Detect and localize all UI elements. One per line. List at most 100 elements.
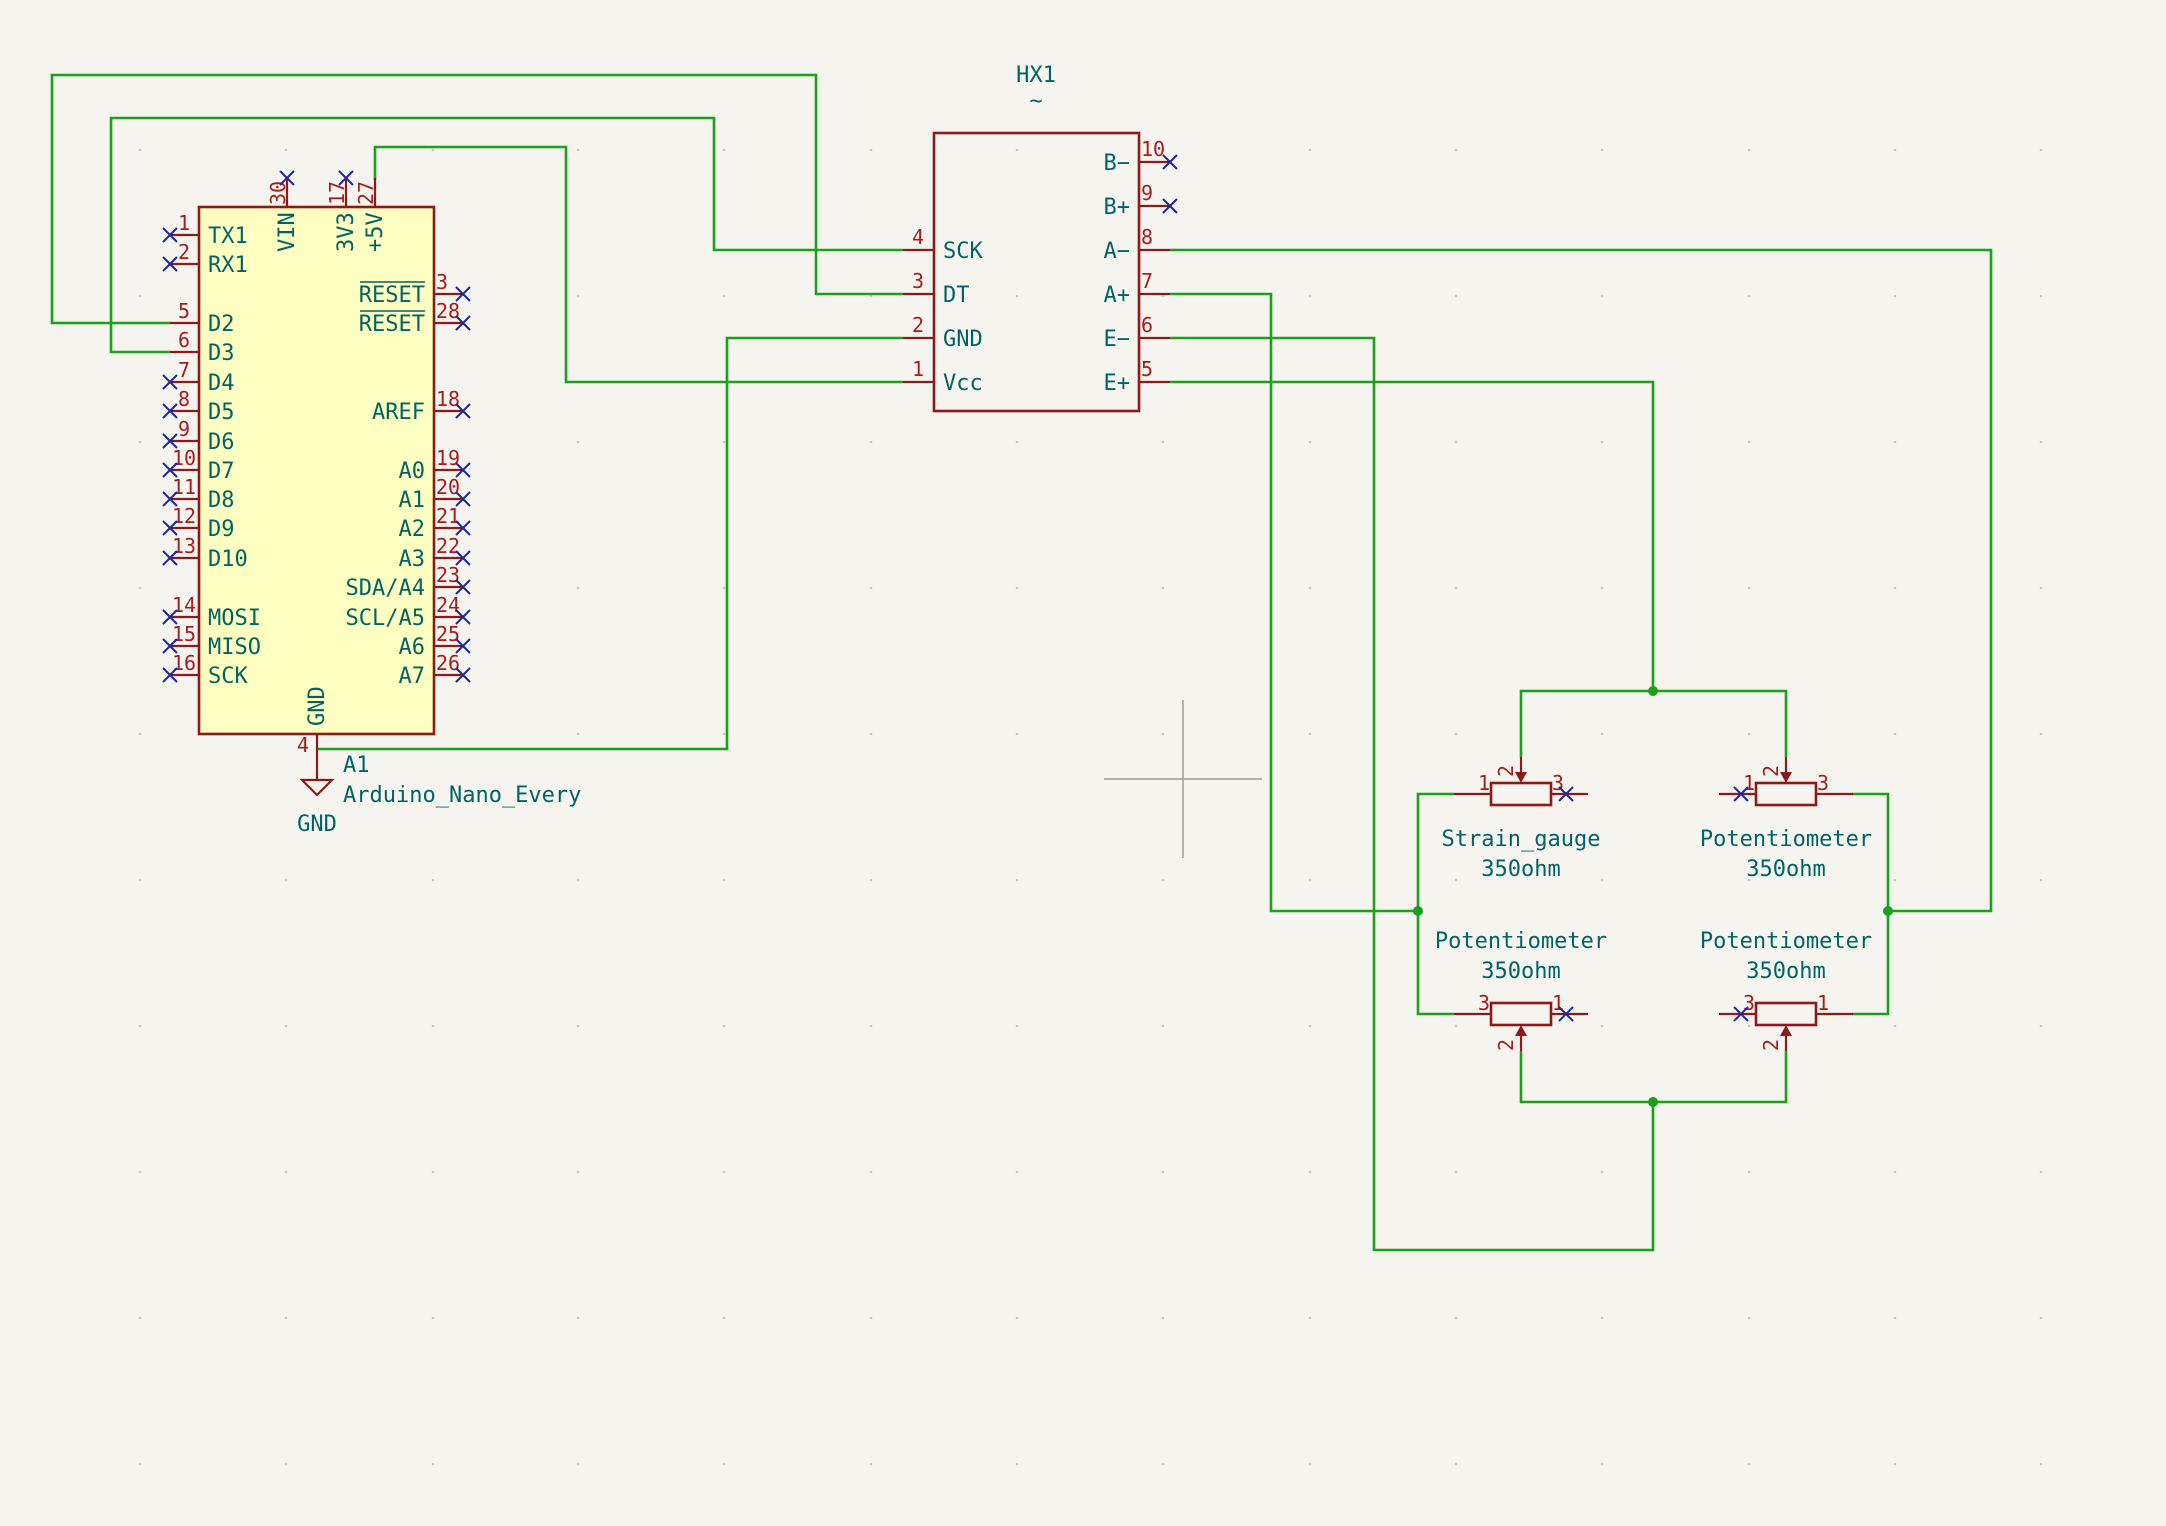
junction-right <box>1883 906 1893 916</box>
junction-bottom <box>1648 1097 1658 1107</box>
arduino-pin-number: 21 <box>436 504 460 528</box>
arduino-pin-number: 24 <box>436 593 460 617</box>
hx1-pin-number: 10 <box>1141 137 1165 161</box>
arduino-pin-number: 7 <box>178 358 190 382</box>
no-connect-icon <box>455 667 471 683</box>
pot-pin-number: 2 <box>1759 765 1783 777</box>
wire-a-plus[interactable] <box>1170 292 1418 913</box>
arduino-pin-name: A7 <box>399 664 426 689</box>
arduino-pin-name: SCK <box>208 664 248 689</box>
pot-value: 350ohm <box>1746 959 1825 984</box>
wire-d2-dt[interactable] <box>50 73 903 325</box>
arduino-pin-number: 19 <box>436 446 460 470</box>
arduino-pin-number: 4 <box>297 733 309 757</box>
arduino-pin-number: 1 <box>178 211 190 235</box>
wiper-arrow-icon <box>1780 1025 1792 1036</box>
arduino-pin-number: 14 <box>172 593 196 617</box>
arduino-pin-number: 20 <box>436 475 460 499</box>
no-connect-icon <box>455 462 471 478</box>
arduino-pin-number: 25 <box>436 622 460 646</box>
no-connect-icon <box>455 579 471 595</box>
no-connect-icon <box>1733 1006 1749 1022</box>
wire-bridge-left[interactable] <box>1416 792 1454 1016</box>
arduino-pin-name: 3V3 <box>334 212 359 252</box>
pot-pin-number: 2 <box>1759 1039 1783 1051</box>
gnd-power-symbol[interactable]: GND <box>297 749 337 837</box>
arduino-value: Arduino_Nano_Every <box>343 783 581 808</box>
arduino-pin-name: +5V <box>363 212 388 252</box>
crosshair-cursor <box>1104 700 1262 858</box>
no-connect-icon <box>455 491 471 507</box>
no-connect-icon <box>338 170 354 186</box>
arduino-pin-name: AREF <box>372 400 425 425</box>
no-connect-icon <box>162 609 178 625</box>
hx1-pin-number: 4 <box>912 225 924 249</box>
pot-pin-number: 3 <box>1478 991 1490 1015</box>
no-connect-icon <box>162 550 178 566</box>
arduino-pin-name: A3 <box>399 547 426 572</box>
arduino-pin-name: A1 <box>399 488 426 513</box>
hx1-pin-number: 5 <box>1141 357 1153 381</box>
arduino-pin-name: D10 <box>208 547 248 572</box>
no-connect-icon <box>455 609 471 625</box>
no-connect-icon <box>1558 786 1574 802</box>
arduino-pin-name: RX1 <box>208 253 248 278</box>
no-connect-icon <box>162 462 178 478</box>
wire-e-plus[interactable] <box>1170 380 1655 691</box>
wire-a-minus[interactable] <box>1170 248 1993 913</box>
no-connect-icon <box>162 638 178 654</box>
wiper-arrow-icon <box>1780 772 1792 783</box>
wiper-arrow-icon <box>1515 772 1527 783</box>
hx1-pin-number: 3 <box>912 269 924 293</box>
no-connect-icon <box>455 520 471 536</box>
hx1-pin-name: GND <box>943 327 983 352</box>
hx1-pin-number: 7 <box>1141 269 1153 293</box>
hx1-pin-name: A+ <box>1104 283 1131 308</box>
arduino-pin-number: 15 <box>172 622 196 646</box>
hx1-pin-name: Vcc <box>943 371 983 396</box>
arduino-pin-name: A0 <box>399 459 426 484</box>
wire-gnd-gnd[interactable] <box>317 336 903 751</box>
arduino-nano-every[interactable]: 1TX12RX15D26D37D48D59D610D711D812D913D10… <box>162 170 581 808</box>
pot-value: 350ohm <box>1481 959 1560 984</box>
arduino-pin-name: D8 <box>208 488 235 513</box>
arduino-pin-name: TX1 <box>208 224 248 249</box>
hx1-value: ~ <box>1029 89 1042 114</box>
no-connect-icon <box>455 550 471 566</box>
pot-name: Potentiometer <box>1700 929 1872 954</box>
arduino-pin-number: 26 <box>436 651 460 675</box>
wire-bridge-right[interactable] <box>1852 792 1890 1016</box>
pot-pin-number: 1 <box>1478 771 1490 795</box>
junction-top <box>1648 686 1658 696</box>
no-connect-icon <box>162 403 178 419</box>
hx1-pin-number: 1 <box>912 357 924 381</box>
wire-bridge-bottom[interactable] <box>1519 1051 1788 1104</box>
wire-e-minus[interactable] <box>1170 336 1655 1252</box>
arduino-pin-name: MOSI <box>208 606 261 631</box>
hx1-pin-name: DT <box>943 283 970 308</box>
arduino-pin-number: 3 <box>436 270 448 294</box>
no-connect-icon <box>162 374 178 390</box>
hx1-pin-name: E− <box>1104 327 1131 352</box>
wire-d3-sck[interactable] <box>109 116 903 354</box>
arduino-pin-number: 13 <box>172 534 196 558</box>
arduino-ref: A1 <box>343 753 370 778</box>
no-connect-icon <box>455 286 471 302</box>
arduino-pin-number: 6 <box>178 328 190 352</box>
wire-5v-vcc[interactable] <box>373 145 903 384</box>
no-connect-icon <box>162 667 178 683</box>
hx1-pin-name: B− <box>1104 151 1131 176</box>
pot-name: Potentiometer <box>1700 827 1872 852</box>
wire-bridge-top[interactable] <box>1519 689 1788 757</box>
no-connect-icon <box>162 227 178 243</box>
arduino-pin-name: D9 <box>208 517 235 542</box>
pot-pin-number: 2 <box>1494 765 1518 777</box>
no-connect-icon <box>455 638 471 654</box>
